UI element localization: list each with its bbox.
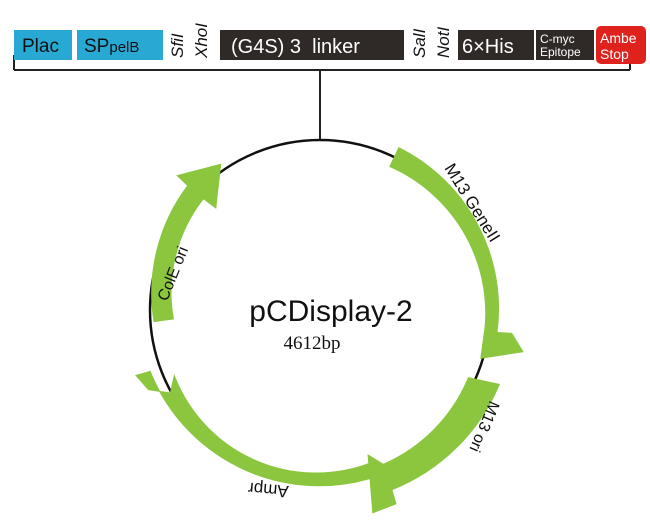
feature-ampr-arrow [135, 370, 371, 487]
cmyc-label-2: Epitope [540, 45, 581, 59]
his-block [458, 30, 534, 60]
plasmid-size-label: 4612bp [284, 333, 341, 354]
cassette-block-cmyc: C-myc Epitope [536, 30, 594, 60]
his-label: 6×His [462, 36, 514, 58]
plac-block [14, 30, 72, 60]
cassette-block-sppelb: SPpelB [77, 30, 163, 60]
amber-label-1: Ambe [600, 30, 637, 46]
amber-label-2: Stop [600, 46, 629, 62]
cassette-block-plac: Plac [14, 30, 72, 60]
feature-m13-geneii-arrow [389, 147, 524, 359]
cassette-bracket [13, 55, 631, 140]
plasmid-name-label: pCDisplay-2 [249, 295, 412, 328]
feature-cole-ori-arrow [151, 163, 222, 323]
cassette-block-linker: (G4S) 3 linker [220, 30, 404, 60]
site-sfii-label: SfiI [168, 33, 187, 58]
linker-label: (G4S) 3 linker [231, 36, 360, 58]
cmyc-label-1: C-myc [540, 32, 575, 46]
amber-block [596, 26, 646, 64]
cassette-block-amber: Ambe Stop [596, 26, 646, 64]
feature-ampr-label: Ampr [247, 478, 289, 500]
site-noti-label: NotI [434, 27, 453, 58]
linker-block [220, 30, 404, 60]
site-sali-label: SalI [410, 28, 429, 58]
sppelb-label: SPpelB [84, 36, 139, 57]
feature-m13-ori-arrow [367, 377, 500, 514]
sppelb-block [77, 30, 163, 60]
site-xhoi-label: XhoI [192, 23, 211, 59]
plac-label: Plac [22, 36, 59, 57]
cmyc-block [536, 30, 594, 60]
cassette-block-his: 6×His [458, 30, 534, 60]
